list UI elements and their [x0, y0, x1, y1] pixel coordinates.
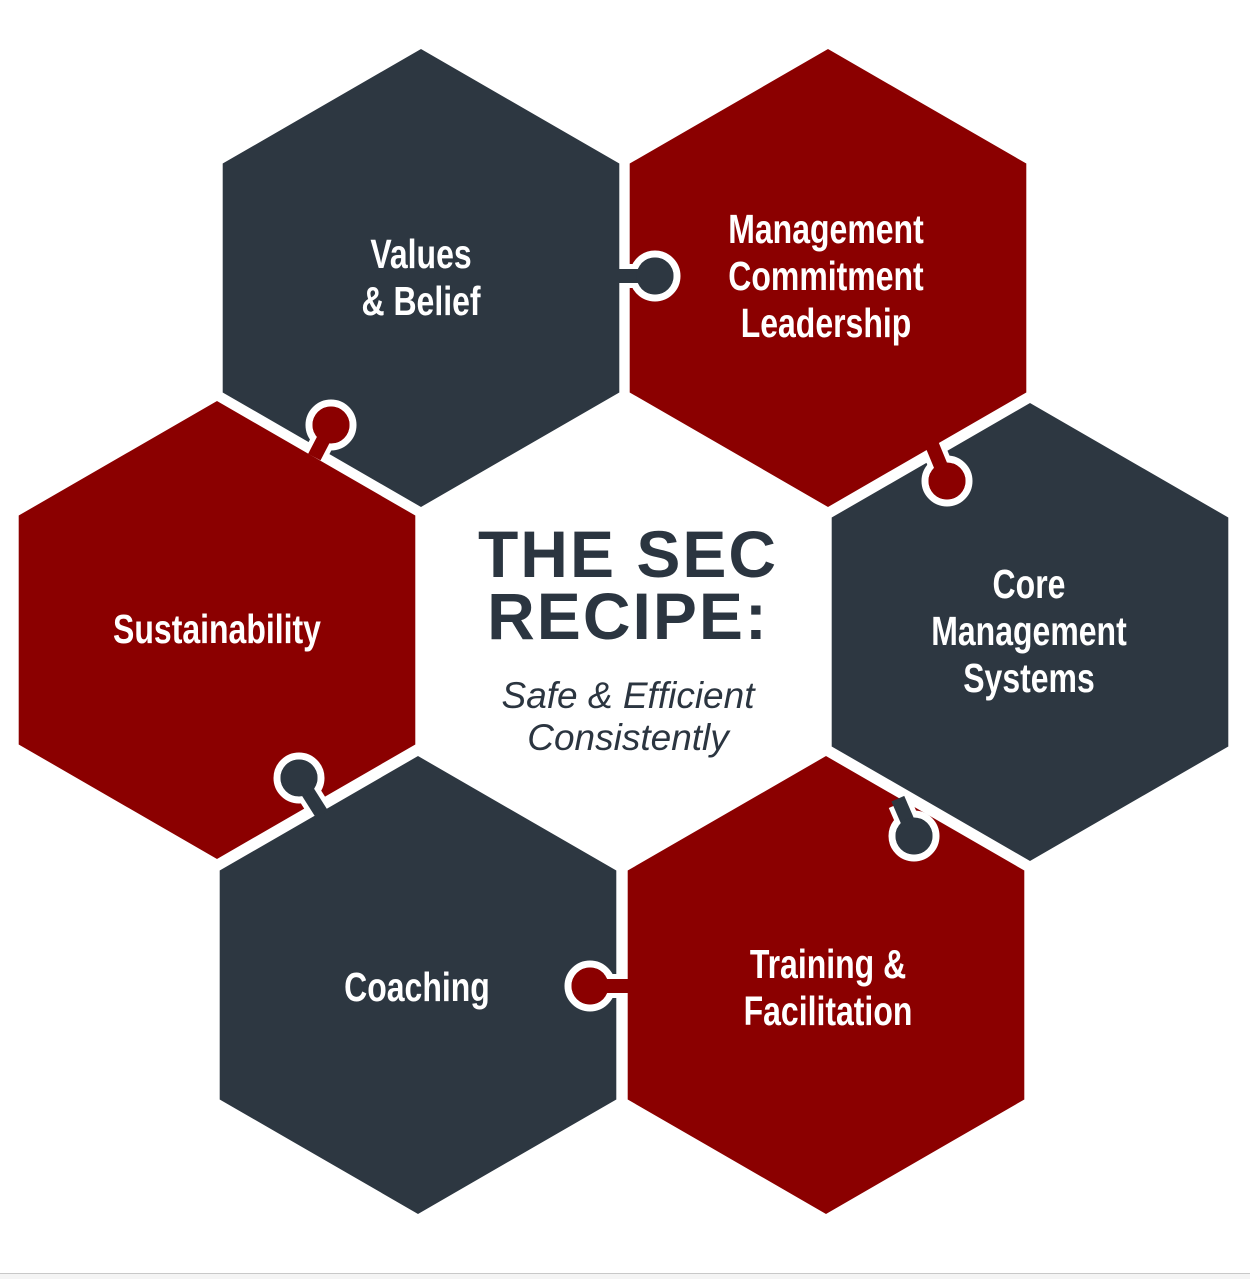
hexagon-coaching	[212, 747, 624, 1223]
hexagon-training	[620, 747, 1032, 1223]
label-line: Facilitation	[743, 988, 913, 1034]
subtitle-line-1: Safe & Efficient	[501, 675, 755, 716]
label-line: Coaching	[344, 964, 490, 1010]
label-line: Management	[931, 608, 1127, 654]
hexagon-core	[824, 394, 1236, 870]
label-line: Core	[992, 561, 1066, 607]
puzzle-knob-fill	[895, 817, 933, 855]
label-line: Sustainability	[113, 606, 321, 652]
label-line: Leadership	[740, 300, 912, 346]
puzzle-knob-fill	[280, 759, 318, 797]
title-line-2: RECIPE:	[487, 579, 769, 653]
label-line: & Belief	[361, 278, 481, 324]
piece-label-sustainability: Sustainability	[61, 606, 373, 653]
piece-label-coaching: Coaching	[261, 964, 573, 1011]
bottom-border	[0, 1273, 1250, 1279]
label-line: Management	[728, 206, 924, 252]
title-line-1: THE SEC	[477, 517, 779, 591]
label-line: Values	[370, 231, 472, 277]
piece-label-values: Values& Belief	[265, 231, 577, 325]
hexagon-management	[622, 40, 1034, 516]
piece-label-training: Training &Facilitation	[672, 941, 984, 1035]
puzzle-knob-fill	[571, 967, 609, 1005]
label-line: Systems	[963, 655, 1095, 701]
label-line: Training &	[749, 941, 907, 987]
hexagon-sustainability	[11, 392, 423, 868]
label-line: Commitment	[728, 253, 924, 299]
subtitle-line-2: Consistently	[527, 717, 729, 758]
puzzle-knob-fill	[636, 257, 674, 295]
puzzle-knob-fill	[312, 406, 350, 444]
puzzle-knob-fill	[928, 462, 966, 500]
